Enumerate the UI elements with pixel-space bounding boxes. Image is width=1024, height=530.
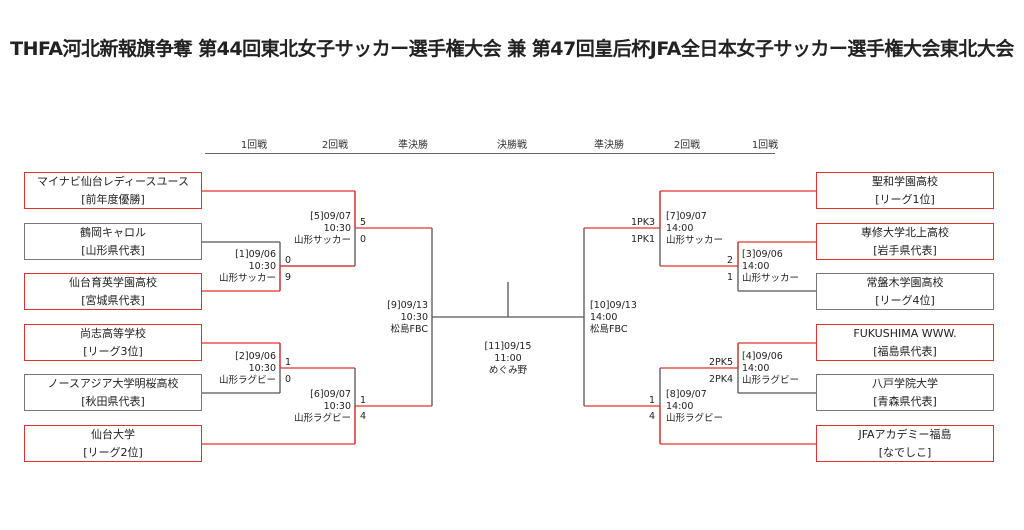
match6-score-top: 1 (360, 395, 367, 406)
line-l-m5-win (354, 191, 432, 229)
match7-score-bottom: 1PK1 (630, 234, 655, 245)
match3-score-bottom: 1 (726, 272, 733, 283)
match4-score-top: 2PK5 (708, 357, 733, 368)
team-box-r2: 専修大学北上高校[岩手県代表] (816, 223, 994, 260)
round-label-l1: 1回戦 (240, 140, 268, 151)
match2-score-bottom: 0 (285, 374, 292, 385)
team-box-r6: JFAアカデミー福島[なでしこ] (816, 425, 994, 462)
line-r-m8-win (584, 405, 661, 444)
line-r-m3-win (660, 242, 739, 267)
match2-score-top: 1 (285, 357, 292, 368)
line-l-m6-win (354, 405, 432, 444)
match6-score-bottom: 4 (360, 411, 367, 422)
match8-score-bottom: 4 (648, 411, 655, 422)
team-box-l2: 鶴岡キャロル[山形県代表] (24, 223, 202, 260)
line-r-m4-win (660, 343, 739, 369)
round-label-r2: 2回戦 (673, 140, 701, 151)
match1-score-bottom: 9 (285, 272, 292, 283)
round-label-l2: 2回戦 (321, 140, 349, 151)
match3-score-top: 2 (726, 255, 733, 266)
team-box-l6: 仙台大学[リーグ2位] (24, 425, 202, 462)
line-l-m9 (431, 228, 508, 406)
team-box-l3: 仙台育英学園高校[宮城県代表] (24, 273, 202, 310)
round-label-r3: 準決勝 (594, 140, 624, 151)
match7-score-top: 1PK3 (630, 217, 655, 228)
match5-score-bottom: 0 (360, 234, 367, 245)
team-box-r3: 常盤木学園高校[リーグ4位] (816, 273, 994, 310)
match8-score-top: 1 (648, 395, 655, 406)
team-box-r4: FUKUSHIMA WWW.[福島県代表] (816, 324, 994, 361)
team-box-l5: ノースアジア大学明桜高校[秋田県代表] (24, 374, 202, 411)
line-r-m7-win (584, 191, 661, 229)
round-label-final: 決勝戦 (497, 140, 527, 151)
line-r-m10 (508, 228, 585, 406)
team-box-l4: 尚志高等学校[リーグ3位] (24, 324, 202, 361)
round-label-r1: 1回戦 (751, 140, 779, 151)
page-title: THFA河北新報旗争奪 第44回東北女子サッカー選手権大会 兼 第47回皇后杯J… (10, 38, 1014, 60)
rounds-header (205, 133, 775, 154)
round-label-l3: 準決勝 (398, 140, 428, 151)
team-box-l1: マイナビ仙台レディースユース[前年度優勝] (24, 172, 202, 209)
match1-score-top: 0 (285, 255, 292, 266)
team-box-r5: 八戸学院大学[青森県代表] (816, 374, 994, 411)
match4-score-bottom: 2PK4 (708, 374, 733, 385)
match5-score-top: 5 (360, 217, 367, 228)
line-l-m2-win (279, 343, 355, 369)
line-l-m1-win (279, 265, 355, 291)
team-box-r1: 聖和学園高校[リーグ1位] (816, 172, 994, 209)
